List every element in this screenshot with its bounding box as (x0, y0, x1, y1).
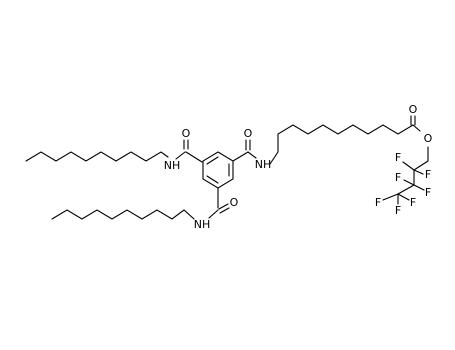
decyl-chain-lower (51, 209, 195, 220)
amide-nh-1: NH (164, 159, 181, 172)
ester-o: O (424, 132, 433, 145)
ch2-cf2-bond (413, 160, 429, 171)
amide-3-c-o-bond-a (218, 203, 229, 210)
ester-carbonyl-o: O (409, 103, 418, 116)
c-f-bond-4 (403, 179, 415, 186)
amide-1-ring-bond (185, 151, 203, 163)
fluorine-6: F (395, 204, 401, 217)
amide-3-c-n-bond (208, 209, 219, 219)
c-f-bond-1 (402, 161, 415, 171)
carbonyl-o-3: O (230, 196, 239, 209)
decyl-chain-upper (25, 151, 169, 162)
ester-c-o-single (412, 124, 421, 132)
cf2-cf3-bond (397, 184, 415, 195)
fluorine-5: F (375, 196, 381, 209)
c-f-bond-7 (397, 193, 410, 201)
bond-lines (25, 115, 429, 220)
c-f-bond-3 (413, 184, 425, 191)
fluorine-1: F (395, 151, 401, 164)
carbonyl-o-2: O (244, 127, 253, 140)
fluorine-3: F (395, 171, 401, 184)
amide-2-ring-bond (232, 151, 249, 162)
undecanoyl-chain (269, 124, 414, 165)
amide-3-c-o-bond-b (219, 207, 230, 214)
carbonyl-o-1: O (182, 127, 191, 140)
amide-nh-3: NH (194, 218, 211, 231)
atom-labels: O NH O NH O NH O O F F F F F F F (164, 103, 433, 231)
benzene-inner-bond-1 (206, 156, 219, 165)
amide-1-n-c-bond (175, 151, 186, 160)
benzene-inner-bond-3 (206, 175, 219, 184)
c-f-bond-5 (382, 193, 399, 201)
fluorine-7: F (410, 196, 416, 209)
amide-nh-2: NH (255, 158, 272, 171)
c-f-bond-2 (413, 169, 424, 175)
fluorine-4: F (425, 186, 431, 199)
fluorine-2: F (425, 168, 431, 181)
amide-2-c-n-bond (247, 151, 257, 159)
